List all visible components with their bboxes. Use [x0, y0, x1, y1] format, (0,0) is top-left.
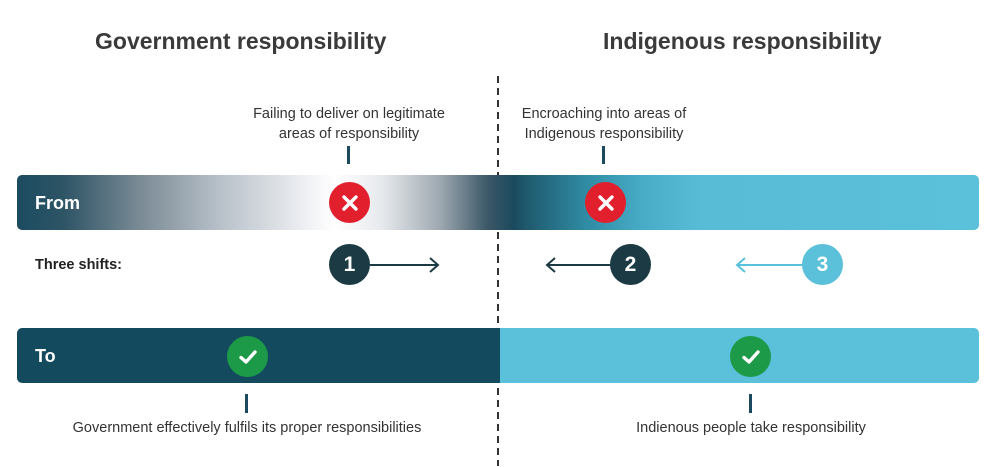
shift-3-badge: 3 [802, 244, 843, 285]
note-line: Encroaching into areas of [521, 106, 687, 122]
close-icon [585, 182, 626, 223]
indigenous-heading: Indigenous responsibility [603, 28, 882, 54]
government-heading: Government responsibility [95, 28, 387, 54]
note-indigenous-take-responsibility: Indienous people take responsibility [636, 420, 866, 436]
note-tick [347, 146, 350, 164]
check-icon [227, 336, 268, 377]
to-label: To [35, 346, 56, 366]
three-shifts-label: Three shifts: [35, 257, 123, 273]
close-icon [329, 182, 370, 223]
arrow-right-icon [370, 257, 440, 273]
divider-dashed-line [497, 76, 499, 466]
shift-1-badge: 1 [329, 244, 370, 285]
note-tick [749, 394, 752, 413]
note-tick [245, 394, 248, 413]
arrow-left-icon [545, 257, 613, 273]
note-line: areas of responsibility [278, 126, 420, 142]
note-government-fulfils: Government effectively fulfils its prope… [72, 420, 422, 436]
check-icon [730, 336, 771, 377]
note-encroaching: Encroaching into areas of Indigenous res… [484, 104, 724, 144]
note-failing-to-deliver: Failing to deliver on legitimate areas o… [229, 104, 469, 144]
from-band [17, 175, 979, 230]
from-label: From [35, 193, 80, 213]
note-line: Indigenous responsibility [524, 126, 684, 142]
note-line: Failing to deliver on legitimate [253, 106, 445, 122]
to-band [17, 328, 979, 383]
note-tick [602, 146, 605, 164]
shift-2-badge: 2 [610, 244, 651, 285]
arrow-left-icon [735, 257, 803, 273]
